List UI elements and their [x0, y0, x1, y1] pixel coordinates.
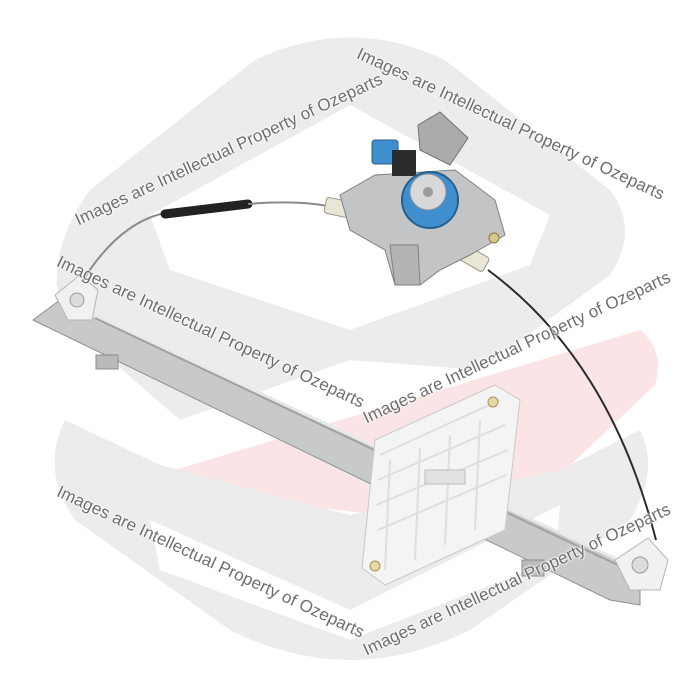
cable-upper-left: [81, 211, 171, 283]
regulator-cables: [81, 199, 657, 541]
motor-assembly: [339, 111, 506, 286]
drive-gear-hub: [423, 187, 433, 197]
watermark-upper-hex: [56, 37, 625, 420]
rail-top-edge: [59, 298, 641, 572]
rail-bracket: [95, 354, 119, 370]
cable-upper-right: [247, 201, 329, 207]
motor-mount-foot: [389, 244, 421, 286]
rail-groove: [94, 317, 621, 567]
glass-carrier: [361, 384, 521, 586]
bottom-pulley: [614, 537, 669, 591]
motor-plug: [392, 150, 416, 176]
top-pulley: [54, 274, 99, 321]
motor-body: [417, 111, 469, 166]
rail-bracket-lower: [521, 559, 545, 577]
cable-right: [487, 269, 657, 541]
watermark-logo: [54, 37, 658, 660]
carrier-clip: [424, 469, 466, 485]
cable-sleeve: [160, 199, 253, 219]
watermark-lower-hex: [54, 420, 649, 660]
